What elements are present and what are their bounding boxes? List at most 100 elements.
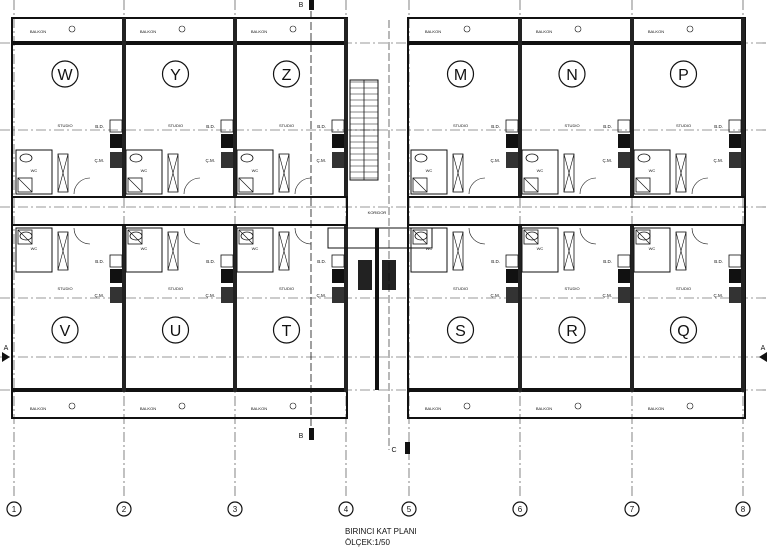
- washing-machine-icon: [332, 152, 344, 168]
- wc-room: [236, 149, 274, 195]
- balcony-label: BALKON: [425, 406, 441, 411]
- section-marker-a-left-arrow: [2, 352, 10, 362]
- washing-machine-icon: [110, 152, 122, 168]
- balcony-label: BALKON: [536, 406, 552, 411]
- unit-letter-circle: [446, 60, 475, 88]
- shower-cross: [635, 177, 651, 193]
- toilet-icon: [129, 231, 143, 241]
- kitchen-counter: [617, 119, 631, 133]
- shower-icon: [127, 229, 143, 245]
- cooktop-icon: [110, 269, 122, 283]
- shower-icon: [523, 229, 539, 245]
- balcony-label: BALKON: [140, 406, 156, 411]
- shower-icon: [412, 177, 428, 193]
- wardrobe-label: B.D.: [603, 259, 612, 264]
- toilet-icon: [414, 231, 428, 241]
- shower-icon: [635, 229, 651, 245]
- wardrobe-icon: [675, 153, 687, 193]
- studio-label: STUDIO: [57, 123, 72, 128]
- washing-machine-icon: [221, 287, 233, 303]
- axis-label: 5: [407, 505, 412, 514]
- building-wing-outline: [407, 17, 746, 419]
- kitchen-counter: [728, 119, 742, 133]
- unit-letter: V: [60, 323, 71, 340]
- axis-bubble: [512, 501, 528, 517]
- axis-bubble: [624, 501, 640, 517]
- top-facade-wall: [12, 41, 347, 45]
- wardrobe-cross: [452, 231, 464, 271]
- shower-cross: [238, 229, 254, 245]
- unit-letter: W: [57, 67, 73, 84]
- drain-icon: [574, 25, 582, 33]
- wc-label: WC: [252, 246, 259, 251]
- unit-letter: N: [566, 67, 578, 84]
- wc-label: WC: [141, 246, 148, 251]
- wardrobe-icon: [563, 153, 575, 193]
- partition-wall: [122, 226, 126, 392]
- unit-letter-circle: [446, 316, 475, 344]
- drain-icon: [289, 25, 297, 33]
- washer-label: Ç.M.: [714, 158, 724, 163]
- unit-letter: T: [282, 323, 292, 340]
- shower-cross: [523, 177, 539, 193]
- cooktop-icon: [729, 269, 741, 283]
- wardrobe-icon: [167, 153, 179, 193]
- washer-label: Ç.M.: [714, 293, 724, 298]
- balcony-label: BALKON: [140, 29, 156, 34]
- drain-icon: [686, 25, 694, 33]
- corridor-label: KORIDOR: [368, 210, 387, 215]
- wardrobe-cross: [278, 231, 290, 271]
- door-swing: [468, 227, 486, 245]
- door-swing: [579, 177, 597, 195]
- partition-wall: [741, 18, 745, 196]
- studio-label: STUDIO: [168, 286, 183, 291]
- corridor-wall-top: [12, 196, 347, 198]
- partition-wall: [741, 226, 745, 392]
- wc-room: [410, 149, 448, 195]
- unit-letter-circle: [272, 60, 301, 88]
- door-swing: [73, 177, 91, 195]
- axis-label: 4: [344, 505, 349, 514]
- wardrobe-label: B.D.: [317, 124, 326, 129]
- cooktop-icon: [618, 269, 630, 283]
- shower-cross: [412, 229, 428, 245]
- cooktop-icon: [332, 269, 344, 283]
- washer-label: Ç.M.: [95, 158, 105, 163]
- unit-letter-circle: [669, 60, 698, 88]
- wc-room: [15, 149, 53, 195]
- wardrobe-icon: [452, 231, 464, 271]
- toilet-icon: [637, 153, 651, 163]
- wardrobe-icon: [57, 231, 69, 271]
- section-marker-b-top-arrow: [309, 0, 314, 10]
- toilet-icon: [637, 231, 651, 241]
- studio-label: STUDIO: [564, 123, 579, 128]
- wc-label: WC: [649, 246, 656, 251]
- drain-icon: [574, 402, 582, 410]
- drain-icon: [686, 402, 694, 410]
- balcony-label: BALKON: [30, 29, 46, 34]
- wc-room: [125, 149, 163, 195]
- wardrobe-icon: [278, 231, 290, 271]
- washing-machine-icon: [332, 287, 344, 303]
- balcony-label: BALKON: [648, 29, 664, 34]
- shower-cross: [17, 177, 33, 193]
- wardrobe-label: B.D.: [206, 124, 215, 129]
- balcony-label: BALKON: [251, 406, 267, 411]
- wardrobe-cross: [563, 231, 575, 271]
- section-marker-a-right-arrow: [759, 352, 767, 362]
- wc-room: [236, 227, 274, 273]
- toilet-icon: [19, 153, 33, 163]
- wc-label: WC: [649, 168, 656, 173]
- door-swing: [73, 227, 91, 245]
- shower-cross: [127, 177, 143, 193]
- wardrobe-cross: [57, 231, 69, 271]
- washer-label: Ç.M.: [491, 158, 501, 163]
- section-marker-c: C: [391, 447, 396, 454]
- kitchen-counter: [220, 254, 234, 268]
